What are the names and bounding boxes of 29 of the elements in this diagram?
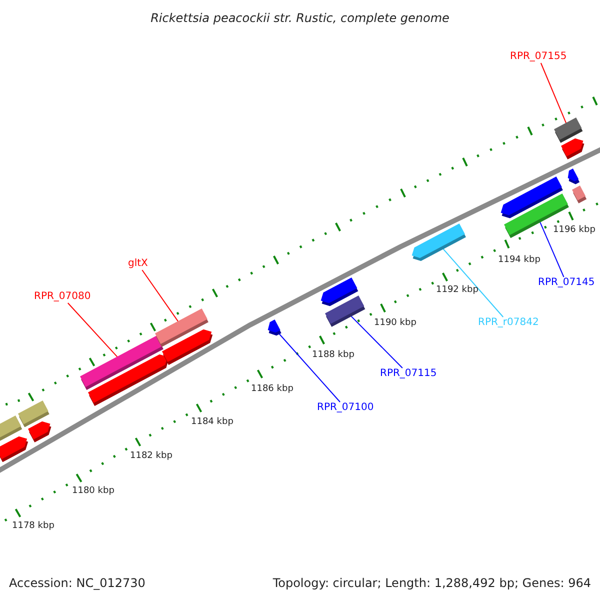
scale-label: 1186 kbp	[251, 384, 294, 395]
gene-bar	[324, 294, 368, 328]
scale-label: 1178 kbp	[12, 521, 54, 532]
accession-text: Accession: NC_012730	[9, 575, 146, 592]
leader-line	[278, 332, 341, 402]
leader-line	[142, 270, 180, 323]
scale-label: 1192 kbp	[436, 285, 478, 296]
leader-line	[350, 314, 403, 368]
scale-label: 1180 kbp	[72, 486, 114, 497]
scale-label: 1182 kbp	[130, 451, 172, 462]
scale-label: 1190 kbp	[374, 318, 416, 329]
leader-line	[442, 247, 504, 318]
gene-label: RPR_07080	[34, 291, 91, 303]
gene-label: RPR_07155	[510, 51, 567, 63]
leader-line	[538, 220, 564, 278]
scale-label: 1188 kbp	[312, 350, 354, 361]
title: Rickettsia peacockii str. Rustic, complete genome	[150, 10, 450, 27]
gene-label: RPR_r07842	[478, 317, 539, 329]
leader-line	[67, 302, 118, 358]
gene-label: RPR_07115	[380, 368, 437, 380]
scale-label: 1184 kbp	[191, 417, 234, 428]
scale-label: 1194 kbp	[498, 255, 540, 266]
genome-info-text: Topology: circular; Length: 1,288,492 bp; Genes: 964	[272, 575, 591, 592]
gene-bar	[571, 184, 589, 204]
scale-label: 1196 kbp	[553, 225, 596, 236]
leader-line	[540, 62, 568, 125]
gene-label: RPR_07145	[538, 277, 595, 289]
gene-label: gltX	[128, 258, 148, 270]
gene-label: RPR_07100	[317, 402, 374, 414]
